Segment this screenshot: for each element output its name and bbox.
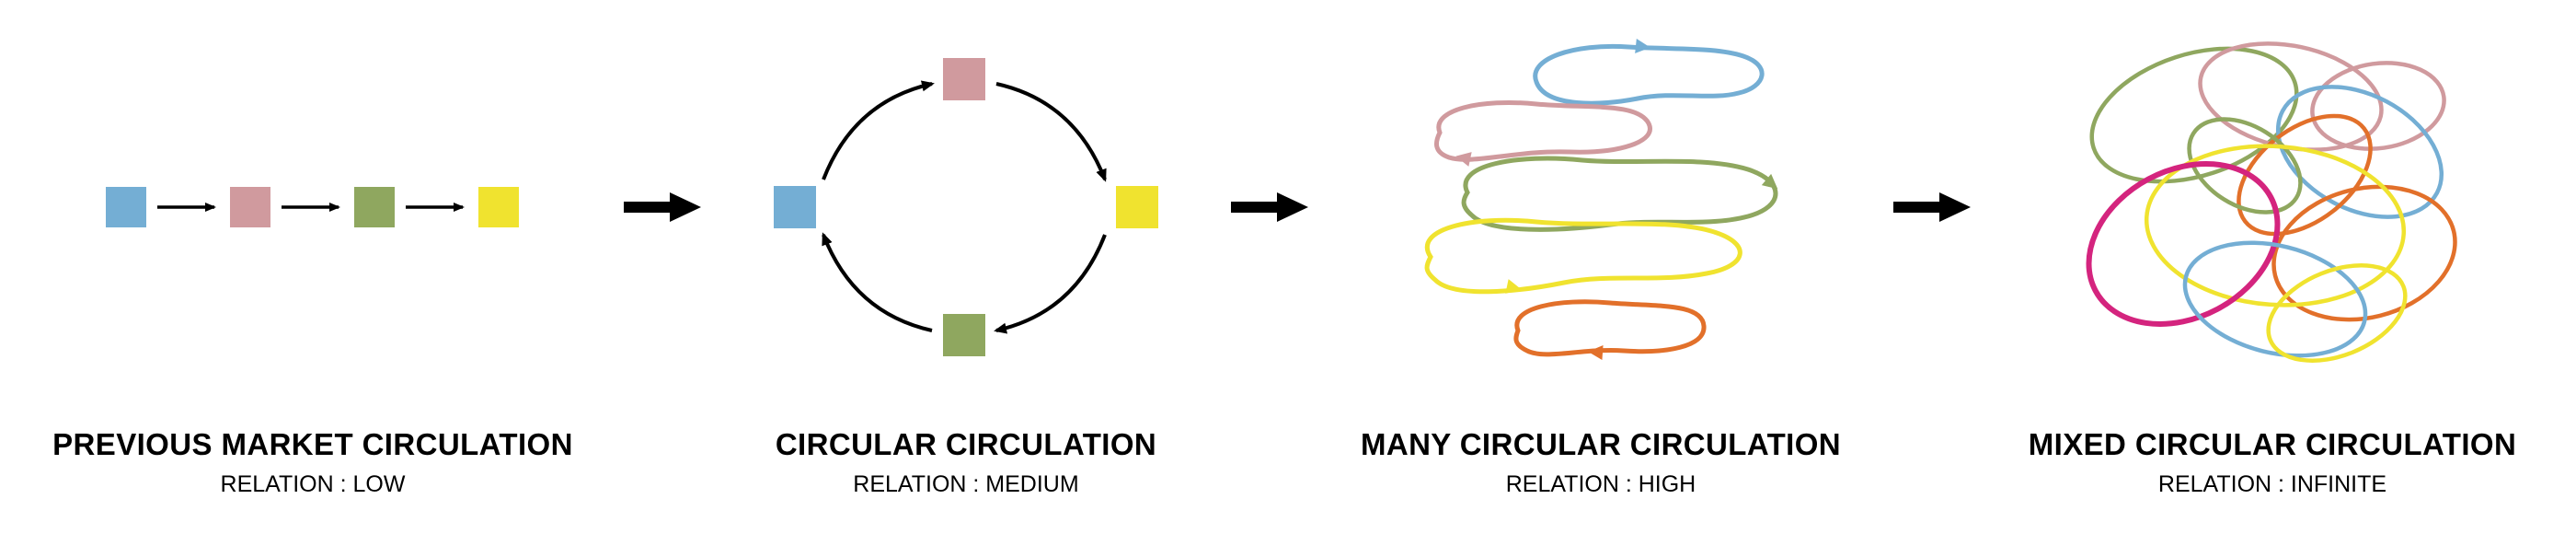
- transition-arrow: [616, 0, 708, 414]
- loop-green: [1461, 156, 1778, 232]
- curved-arrow-bottom-to-left: [822, 232, 933, 332]
- circular-flow-graphic: [766, 0, 1166, 414]
- curved-arrow-top-to-right: [995, 82, 1107, 182]
- square-blue: [106, 187, 146, 227]
- tangle-svg: [2086, 41, 2457, 363]
- panel-many-circular-circulation: MANY CIRCULAR CIRCULATION RELATION : HIG…: [1316, 0, 1886, 498]
- circular-flow-svg: [774, 58, 1158, 356]
- tangle-loop-blue-2: [2182, 240, 2368, 358]
- tangle-loop-green: [2089, 46, 2299, 184]
- square-pink: [943, 58, 985, 100]
- tangle-graphic: [2056, 0, 2489, 414]
- transition-arrow: [1886, 0, 1978, 414]
- square-green: [354, 187, 395, 227]
- big-arrow-icon: [1893, 192, 1971, 222]
- tangle-loop-magenta: [2086, 161, 2281, 327]
- panel-subtitle: RELATION : HIGH: [1505, 471, 1696, 497]
- square-pink: [230, 187, 270, 227]
- loop-green-arrowhead: [1761, 173, 1778, 190]
- loop-yellow-arrowhead: [1505, 279, 1522, 294]
- panel-subtitle: RELATION : MEDIUM: [853, 471, 1079, 497]
- square-yellow: [478, 187, 519, 227]
- tangle-loop-yellow-2: [2266, 263, 2408, 363]
- many-loops-svg: [1424, 39, 1778, 360]
- panel-title: PREVIOUS MARKET CIRCULATION: [52, 427, 573, 461]
- panel-subtitle: RELATION : LOW: [220, 471, 406, 497]
- panel-title: CIRCULAR CIRCULATION: [775, 427, 1157, 461]
- tangle-loop-yellow: [2144, 144, 2407, 308]
- loop-orange-arrowhead: [1588, 345, 1604, 360]
- panel-mixed-circular-circulation: MIXED CIRCULAR CIRCULATION RELATION : IN…: [1978, 0, 2567, 498]
- linear-flow-svg: [106, 187, 519, 227]
- loop-pink: [1433, 99, 1652, 162]
- square-yellow: [1116, 186, 1158, 228]
- tangle-loop-blue: [2275, 85, 2444, 219]
- loop-blue-arrowhead: [1635, 39, 1650, 53]
- square-green: [943, 314, 985, 356]
- tangle-loop-orange: [2271, 184, 2457, 322]
- transition-arrow: [1224, 0, 1316, 414]
- tangle-loop-pink-2: [2310, 61, 2446, 151]
- tangle-loop-green-2: [2187, 117, 2303, 215]
- loop-blue: [1533, 43, 1765, 106]
- panel-circular-circulation: CIRCULAR CIRCULATION RELATION : MEDIUM: [708, 0, 1224, 498]
- linear-flow-graphic: [106, 0, 520, 414]
- curved-arrow-right-to-bottom: [994, 234, 1107, 334]
- loop-orange: [1513, 299, 1707, 357]
- panel-title: MANY CIRCULAR CIRCULATION: [1360, 427, 1842, 461]
- big-arrow-icon: [624, 192, 701, 222]
- panel-title: MIXED CIRCULAR CIRCULATION: [2028, 427, 2517, 461]
- loop-yellow: [1424, 217, 1742, 295]
- curved-arrow-left-to-top: [822, 80, 935, 180]
- loop-pink-arrowhead: [1455, 152, 1472, 167]
- big-arrow-icon: [1231, 192, 1308, 222]
- panel-subtitle: RELATION : INFINITE: [2157, 471, 2387, 497]
- square-blue: [774, 186, 816, 228]
- many-loops-graphic: [1398, 0, 1803, 414]
- panel-previous-market-circulation: PREVIOUS MARKET CIRCULATION RELATION : L…: [9, 0, 616, 498]
